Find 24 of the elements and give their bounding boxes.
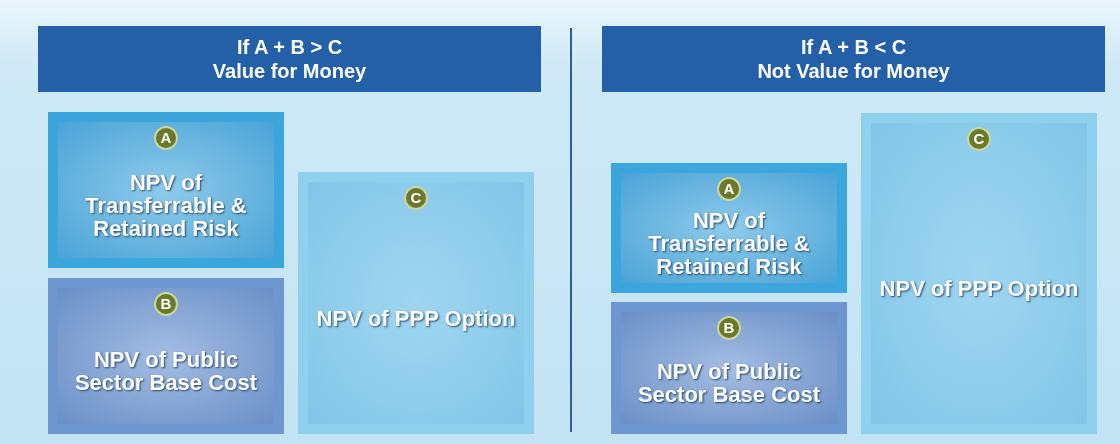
box-label: NPV of Transferrable & Retained Risk <box>647 208 811 278</box>
verdict-text: Not Value for Money <box>756 59 951 83</box>
box-label: NPV of Public Sector Base Cost <box>636 360 822 406</box>
box-label: NPV of Public Sector Base Cost <box>73 348 259 394</box>
value-box <box>611 302 847 434</box>
letter-badge: B <box>717 316 741 340</box>
letter-badge: A <box>154 126 178 150</box>
box-label: NPV of PPP Option <box>879 277 1079 300</box>
letter-badge: C <box>404 186 428 210</box>
condition-text: If A + B > C <box>235 35 344 59</box>
letter-badge: C <box>967 127 991 151</box>
letter-badge: B <box>154 292 178 316</box>
header-banner <box>602 26 1105 92</box>
value-box <box>611 163 847 293</box>
box-label: NPV of PPP Option <box>316 306 516 330</box>
verdict-text: Value for Money <box>211 59 368 83</box>
value-box <box>861 113 1097 434</box>
letter-badge: A <box>717 177 741 201</box>
value-box <box>48 278 284 434</box>
value-box <box>298 172 534 434</box>
box-label: NPV of Transferrable & Retained Risk <box>84 170 248 240</box>
header-banner <box>38 26 541 92</box>
condition-text: If A + B < C <box>799 35 908 59</box>
value-box <box>48 112 284 268</box>
